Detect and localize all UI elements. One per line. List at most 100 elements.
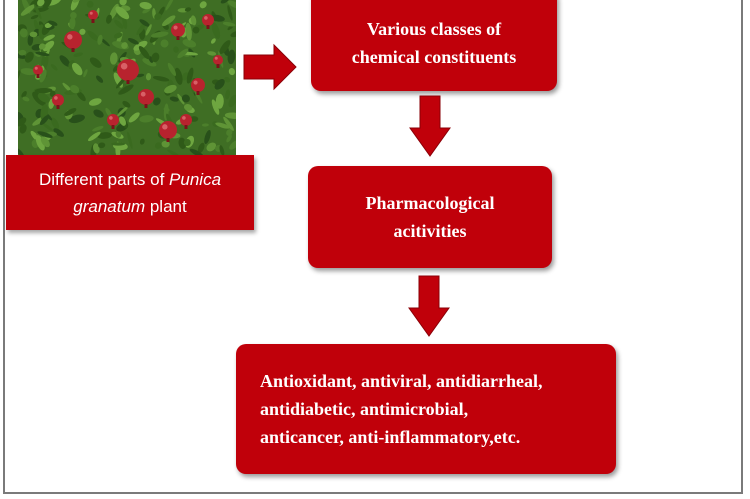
- leaf-shape: [230, 31, 236, 38]
- leaf-shape: [92, 143, 100, 154]
- leaf-shape: [197, 142, 205, 153]
- leaf-shape: [211, 22, 221, 39]
- leaf-shape: [34, 87, 53, 94]
- leaf-shape: [169, 96, 179, 102]
- pomegranate-fruit: [117, 59, 139, 81]
- leaf-shape: [19, 123, 27, 134]
- leaf-shape: [164, 84, 177, 94]
- leaf-shape: [35, 51, 50, 56]
- leaf-shape: [173, 46, 179, 53]
- leaf-shape: [113, 32, 123, 39]
- leaf-shape: [133, 40, 148, 51]
- leaf-shape: [59, 55, 71, 67]
- leaf-shape: [96, 75, 104, 83]
- leaf-shape: [72, 0, 81, 3]
- pomegranate-fruit: [180, 114, 192, 126]
- leaf-shape: [226, 129, 233, 136]
- leaf-shape: [224, 112, 236, 119]
- down-arrow-icon: [409, 95, 451, 157]
- leaf-shape: [114, 19, 124, 29]
- leaf-shape: [215, 93, 224, 109]
- leaf-shape: [204, 129, 211, 145]
- fruit-crown: [91, 19, 95, 23]
- leaf-shape: [41, 52, 49, 69]
- leaf-shape: [50, 64, 58, 71]
- leaf-shape: [89, 57, 102, 68]
- leaf-shape: [226, 134, 232, 143]
- fruit-highlight: [204, 16, 208, 20]
- pomegranate-fruit: [64, 31, 82, 49]
- leaf-shape: [182, 39, 197, 48]
- leaf-shape: [76, 90, 86, 102]
- leaf-shape: [18, 49, 27, 56]
- fruit-crown: [71, 48, 75, 52]
- leaf-shape: [183, 104, 193, 111]
- leaf-shape: [97, 34, 103, 45]
- caption-line-1: Different parts of Punica: [6, 166, 254, 193]
- leaf-shape: [42, 0, 52, 9]
- activities-line-1: Antioxidant, antiviral, antidiarrheal,: [260, 371, 543, 391]
- leaf-shape: [139, 19, 150, 27]
- right-arrow-icon: [243, 43, 297, 91]
- leaf-shape: [29, 31, 38, 38]
- leaf-shape: [223, 116, 234, 131]
- leaf-shape: [86, 0, 94, 8]
- caption-line-2: granatum plant: [6, 193, 254, 220]
- fruit-crown: [166, 138, 170, 142]
- leaf-shape: [190, 15, 197, 26]
- plant-image: [18, 0, 236, 155]
- leaf-shape: [142, 58, 157, 67]
- leaf-shape: [51, 117, 60, 130]
- caption-text: Different parts of: [38, 169, 170, 189]
- leaf-shape: [116, 106, 129, 117]
- leaf-shape: [20, 68, 37, 76]
- leaf-shape: [225, 89, 231, 100]
- fruit-highlight: [109, 116, 113, 120]
- activities-line-3: anticancer, anti-inflammatory,etc.: [260, 427, 521, 447]
- fruit-highlight: [34, 66, 38, 70]
- leaf-shape: [161, 140, 170, 148]
- leaf-shape: [136, 73, 145, 78]
- leaf-shape: [185, 22, 192, 41]
- leaf-shape: [18, 70, 21, 81]
- leaf-shape: [138, 45, 150, 60]
- leaf-shape: [122, 15, 128, 30]
- fruit-crown: [184, 125, 188, 129]
- leaf-shape: [193, 88, 203, 104]
- leaf-shape: [36, 132, 44, 139]
- fruit-crown: [36, 74, 40, 78]
- leaf-shape: [184, 7, 192, 12]
- leaf-shape: [119, 0, 127, 6]
- leaf-shape: [222, 21, 236, 27]
- leaf-shape: [34, 4, 42, 19]
- leaf-shape: [199, 1, 207, 9]
- leaf-shape: [128, 38, 139, 45]
- leaf-shape: [227, 5, 233, 21]
- leaf-shape: [219, 145, 225, 155]
- leaf-shape: [19, 28, 28, 38]
- leaf-shape: [92, 126, 104, 132]
- leaf-shape: [32, 91, 46, 106]
- leaf-shape: [38, 43, 46, 50]
- leaf-shape: [41, 122, 53, 131]
- leaf-shape: [79, 28, 86, 35]
- leaf-shape: [186, 67, 194, 84]
- leaf-shape: [53, 128, 64, 137]
- leaf-shape: [183, 139, 191, 146]
- leaf-shape: [115, 77, 126, 89]
- pomegranate-fruit: [52, 94, 64, 106]
- leaf-shape: [87, 30, 100, 42]
- plant-caption-box: Different parts of Punica granatum plant: [6, 155, 254, 230]
- leaf-shape: [192, 26, 200, 34]
- leaf-shape: [97, 132, 112, 139]
- leaf-shape: [71, 62, 83, 76]
- leaf-shape: [167, 149, 179, 155]
- leaf-shape: [40, 136, 50, 148]
- fruit-highlight: [214, 56, 218, 60]
- leaf-shape: [98, 142, 106, 149]
- leaf-shape: [48, 20, 58, 26]
- leaf-shape: [229, 140, 236, 150]
- leaf-shape: [37, 131, 53, 138]
- leaf-shape: [174, 67, 183, 85]
- fruit-crown: [144, 104, 148, 108]
